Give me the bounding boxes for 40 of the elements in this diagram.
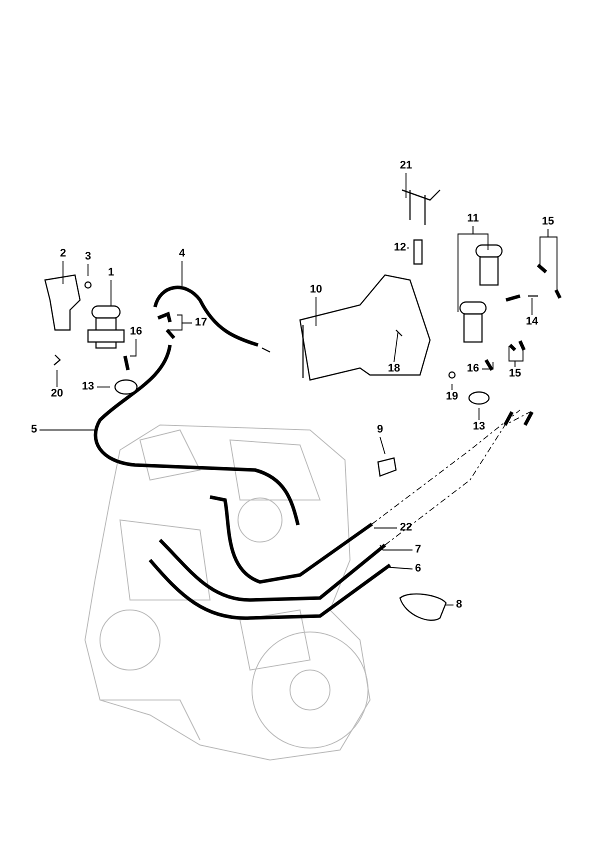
callout-number: 15 (508, 368, 522, 380)
callout-number: 18 (388, 364, 400, 374)
leader-line (110, 280, 112, 306)
callout-number: 14 (526, 316, 538, 328)
leader-line (166, 322, 192, 330)
callout-number: 8 (456, 600, 462, 610)
callout-number: 17 (194, 318, 208, 328)
leader-line (62, 260, 64, 284)
callout-number: 15 (542, 216, 554, 228)
callout-number: 3 (84, 252, 92, 262)
callout-number: 6 (414, 564, 422, 574)
callout-number: 13 (82, 382, 94, 392)
leader-line (56, 370, 58, 388)
callout-number: 19 (446, 392, 458, 402)
leader-line (380, 436, 386, 454)
leader-line (472, 226, 488, 250)
leader-line (130, 338, 136, 356)
leader-line (380, 544, 413, 550)
leader-line (548, 228, 558, 292)
leader-line (514, 348, 524, 368)
leader-line (482, 362, 494, 370)
callout-number: 10 (310, 284, 322, 296)
leader-line (394, 332, 398, 362)
callout-number: 5 (30, 424, 38, 436)
callout-number: 22 (400, 522, 412, 534)
leader-line (96, 386, 110, 388)
callout-number: 12 (394, 242, 406, 254)
callout-number: 2 (60, 248, 66, 260)
callout-number: 20 (50, 388, 64, 400)
callout-number: 7 (414, 544, 422, 556)
leader-line (444, 604, 454, 606)
callout-number: 11 (467, 214, 479, 224)
callout-number: 4 (178, 248, 186, 260)
callout-number: 9 (376, 424, 384, 436)
callout-number: 16 (466, 364, 480, 374)
callout-number: 1 (108, 268, 114, 278)
callout-number: 13 (472, 422, 486, 432)
callout-number: 21 (400, 160, 412, 172)
leader-line (478, 408, 480, 420)
callout-number: 16 (130, 326, 142, 338)
